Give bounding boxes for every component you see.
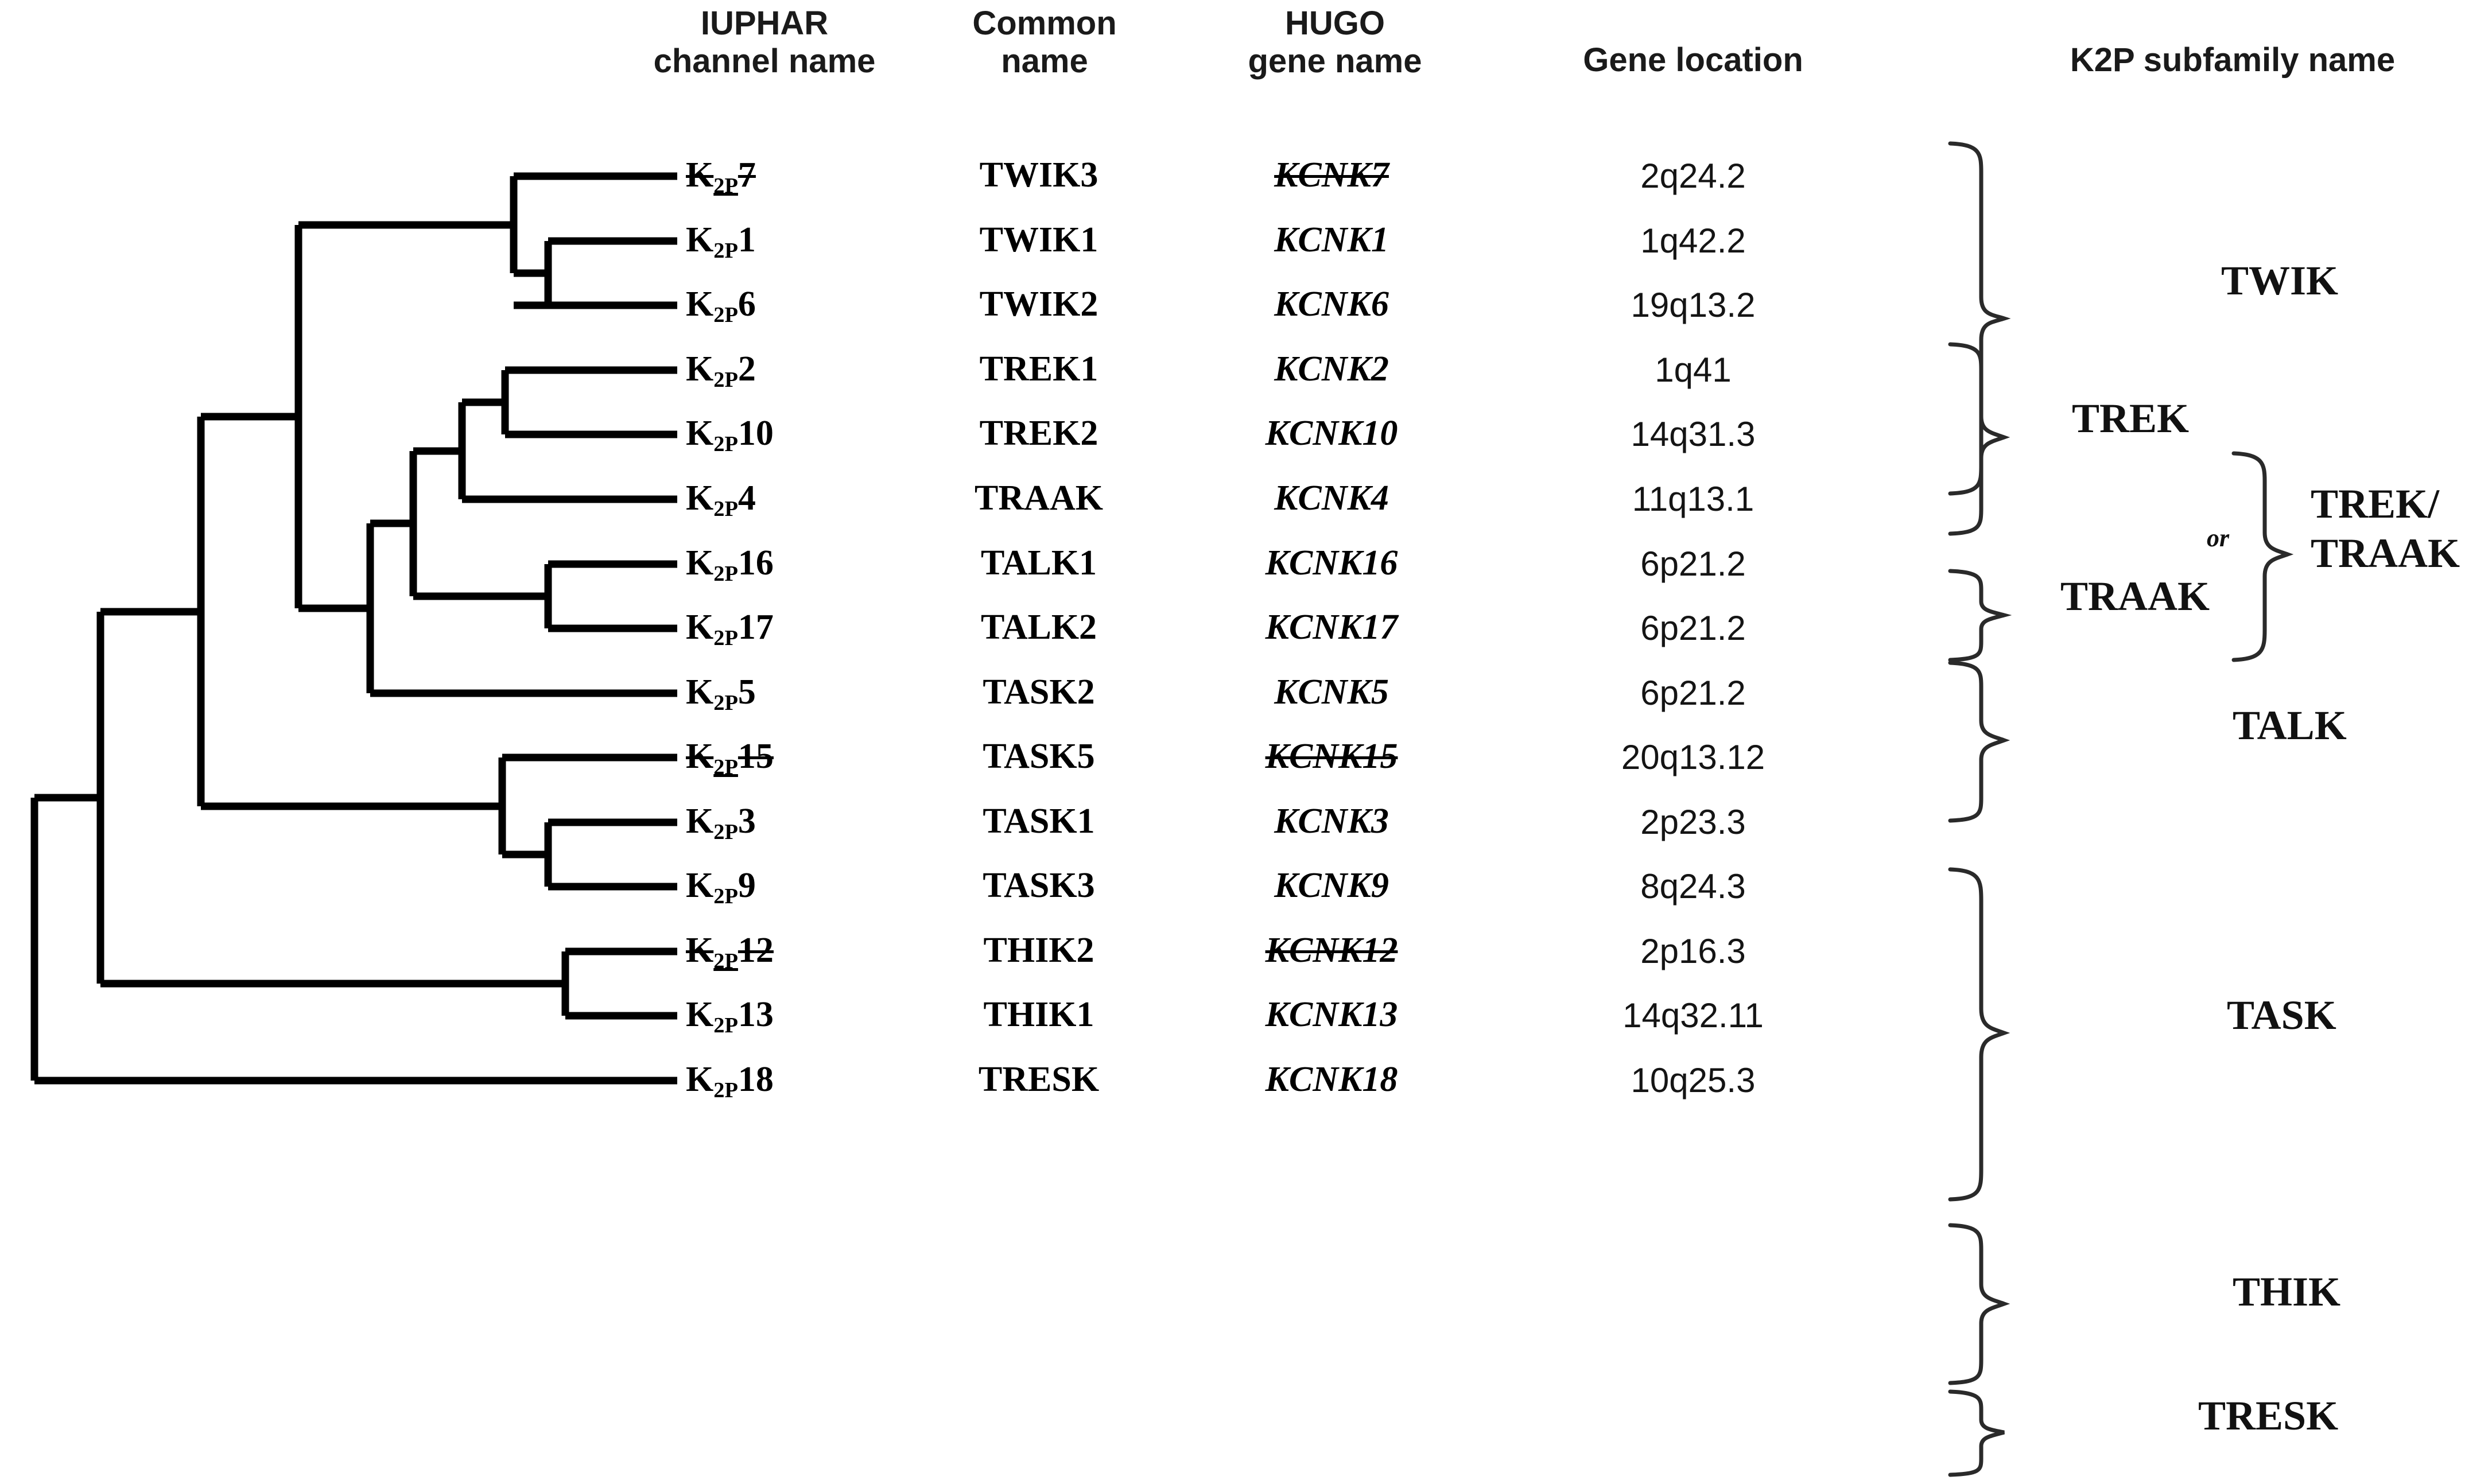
header-gene-location: Gene location: [1583, 41, 1803, 79]
gene-name-cell: KCNK9: [1274, 866, 1389, 905]
gene-name-cell: KCNK2: [1274, 349, 1389, 389]
subfamily-label-trek-traak: TREK/ TRAAK: [2311, 481, 2460, 576]
channel-name-cell: K2P13: [686, 995, 774, 1038]
common-name-cell: TALK2: [980, 608, 1097, 647]
common-name-cell: TWIK3: [979, 156, 1099, 195]
channel-name-cell: K2P15: [686, 737, 774, 779]
subfamily-label-traak: TRAAK: [2060, 573, 2210, 619]
channel-name-cell: K2P4: [686, 479, 756, 521]
gene-location-cell: 14q32.11: [1622, 996, 1764, 1035]
common-name-cell: TALK1: [980, 543, 1097, 582]
gene-location-cell: 2p16.3: [1640, 932, 1746, 970]
gene-location-cell: 8q24.3: [1640, 867, 1746, 906]
gene-location-cell: 20q13.12: [1621, 738, 1765, 776]
brace-trek-traak-combined: [2231, 451, 2294, 662]
channel-name-cell: K2P7: [686, 156, 756, 198]
subfamily-braces: [1948, 141, 2294, 1477]
channel-name-cell: K2P5: [686, 673, 756, 715]
subfamily-label-talk: TALK: [2233, 702, 2347, 748]
common-name-cell: THIK1: [983, 995, 1094, 1034]
gene-location-cell: 2p23.3: [1640, 803, 1746, 841]
channel-name-cell: K2P6: [686, 285, 756, 327]
gene-name-cell: KCNK17: [1265, 608, 1398, 647]
brace-trek: [1948, 342, 2010, 536]
gene-name-cell: KCNK12: [1265, 931, 1398, 970]
gene-name-cell: KCNK10: [1265, 414, 1398, 453]
or-connector-label: or: [2207, 524, 2230, 552]
channel-name-cell: K2P18: [686, 1060, 774, 1102]
subfamily-label-tresk: TRESK: [2198, 1393, 2339, 1439]
dendrogram: [30, 172, 677, 1085]
gene-name-cell: KCNK18: [1265, 1060, 1398, 1099]
subfamily-label-task: TASK: [2227, 992, 2336, 1038]
gene-location-cell: 14q31.3: [1631, 415, 1756, 453]
gene-name-cell: KCNK1: [1274, 220, 1389, 259]
gene-location-cell: 10q25.3: [1631, 1061, 1756, 1100]
channel-name-cell: K2P10: [686, 414, 774, 456]
gene-location-cell: 6p21.2: [1640, 674, 1746, 712]
brace-task: [1948, 867, 2010, 1202]
gene-name-cell: KCNK3: [1274, 802, 1389, 841]
channel-name-cell: K2P2: [686, 349, 756, 392]
gene-name-cell: KCNK15: [1265, 737, 1398, 776]
channel-name-cell: K2P3: [686, 802, 756, 844]
common-name-cell: TRESK: [978, 1060, 1100, 1099]
common-name-cell: TASK2: [983, 673, 1095, 712]
channel-name-cell: K2P9: [686, 866, 756, 908]
common-name-cell: TWIK2: [979, 285, 1099, 324]
channel-name-cell: K2P16: [686, 543, 774, 586]
gene-location-cell: 1q41: [1655, 351, 1732, 389]
gene-location-cell: 6p21.2: [1640, 609, 1746, 647]
brace-traak: [1948, 569, 2012, 662]
gene-location-cell: 11q13.1: [1632, 480, 1755, 518]
gene-location-cell: 1q42.2: [1640, 222, 1746, 260]
gene-location-cell: 2q24.2: [1640, 157, 1746, 195]
common-name-cell: TRAAK: [975, 479, 1103, 518]
common-name-cell: TASK3: [983, 866, 1095, 905]
subfamily-label-trek: TREK: [2072, 395, 2190, 441]
gene-name-cell: KCNK16: [1265, 543, 1398, 582]
gene-name-cell: KCNK5: [1274, 673, 1389, 712]
header-hugo-gene-name: HUGO gene name: [1248, 5, 1422, 80]
common-name-cell: TWIK1: [979, 220, 1099, 259]
gene-name-cell: KCNK6: [1274, 285, 1389, 324]
header-common-name: Common name: [972, 5, 1117, 80]
gene-name-cell: KCNK4: [1274, 479, 1389, 518]
common-name-cell: TASK5: [983, 737, 1095, 776]
brace-talk: [1948, 661, 2010, 823]
brace-thik: [1948, 1223, 2010, 1385]
common-name-cell: TREK1: [979, 349, 1099, 389]
common-name-cell: TASK1: [983, 802, 1095, 841]
gene-location-cell: 6p21.2: [1640, 545, 1746, 583]
common-name-cell: TREK2: [979, 414, 1099, 453]
brace-tresk: [1948, 1389, 2005, 1477]
subfamily-label-twik: TWIK: [2221, 258, 2339, 304]
header-k2p-subfamily-name: K2P subfamily name: [2070, 41, 2396, 79]
gene-location-cell: 19q13.2: [1631, 286, 1756, 324]
channel-name-cell: K2P1: [686, 220, 756, 263]
subfamily-label-thik: THIK: [2233, 1269, 2341, 1315]
common-name-cell: THIK2: [983, 931, 1094, 970]
gene-name-cell: KCNK7: [1274, 156, 1389, 195]
header-iuphar-channel-name: IUPHAR channel name: [653, 5, 876, 80]
channel-name-cell: K2P17: [686, 608, 774, 650]
channel-name-cell: K2P12: [686, 931, 774, 973]
gene-name-cell: KCNK13: [1265, 995, 1398, 1034]
